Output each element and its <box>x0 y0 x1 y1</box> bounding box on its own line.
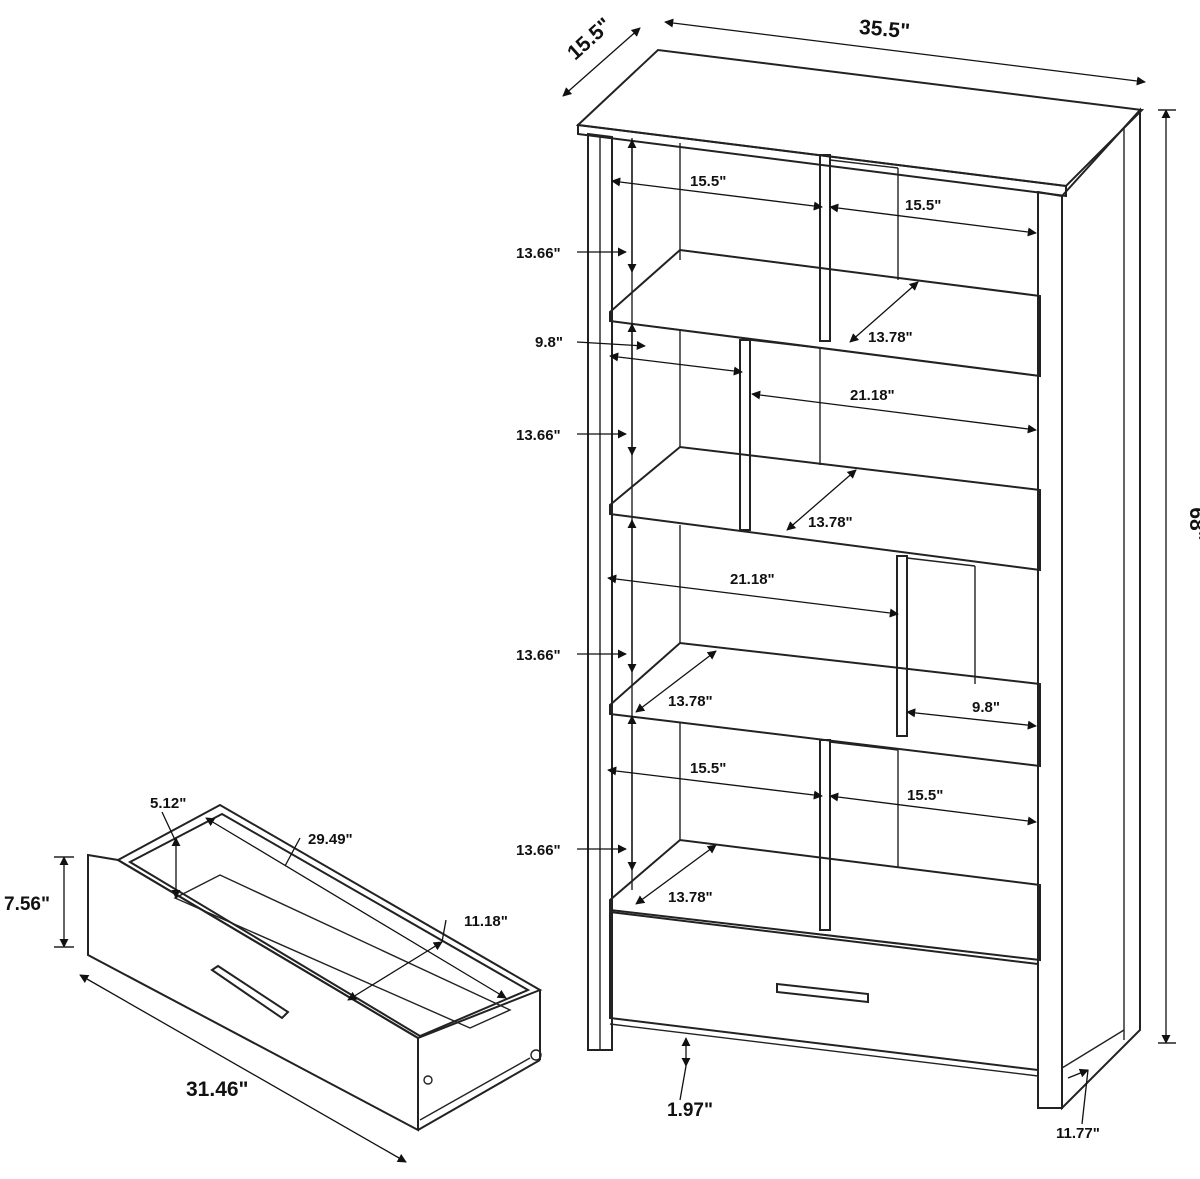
drawer-front <box>87 853 419 1132</box>
bookcase-right-side <box>1037 190 1063 1109</box>
divider-row1 <box>819 154 831 342</box>
label-drawer-inner-height: 5.12" <box>150 795 186 812</box>
label-row2-height: 13.66" <box>516 427 561 444</box>
drawer-handle <box>210 964 290 1020</box>
label-row1-right-width: 15.5" <box>905 197 941 214</box>
divider-row4 <box>819 739 831 931</box>
label-overall-depth: 15.5" <box>563 14 616 65</box>
label-row4-left-width: 15.5" <box>690 760 726 777</box>
label-row2-narrow-width: 9.8" <box>535 334 563 351</box>
label-drawer-inner-width: 11.18" <box>464 913 508 930</box>
label-row3-height: 13.66" <box>516 647 561 664</box>
shelf-1 <box>609 248 1041 378</box>
label-side-depth: 11.77" <box>1056 1125 1100 1142</box>
label-row2-wide-width: 21.18" <box>850 387 895 404</box>
divider-row2 <box>739 339 751 531</box>
label-overall-width: 35.5" <box>858 16 911 43</box>
label-overall-height: 68" <box>1185 507 1200 540</box>
label-floor-clearance: 1.97" <box>667 1100 713 1121</box>
label-drawer-inner-length: 29.49" <box>308 831 353 848</box>
divider-row3 <box>896 555 908 737</box>
label-row1-depth: 13.78" <box>868 329 913 346</box>
label-row3-narrow-width: 9.8" <box>972 699 1000 716</box>
bookcase-drawer-front <box>609 910 1039 1072</box>
dimension-lines <box>54 18 1176 1163</box>
label-row3-depth: 13.78" <box>668 693 713 710</box>
dimension-labels: 15.5" 35.5" 68" 15.5" 15.5" 13.66" 13.78… <box>4 14 1200 1142</box>
label-drawer-front-height: 7.56" <box>4 894 50 915</box>
label-row4-height: 13.66" <box>516 842 561 859</box>
label-row2-depth: 13.78" <box>808 514 853 531</box>
bookcase-top-front <box>577 123 1067 198</box>
label-row3-wide-width: 21.18" <box>730 571 775 588</box>
shelf-2 <box>609 445 1041 572</box>
label-drawer-front-width: 31.46" <box>186 1078 249 1101</box>
label-row4-depth: 13.78" <box>668 889 713 906</box>
bookcase-drawing <box>575 48 1145 1111</box>
bookcase-drawer-handle <box>776 982 869 1004</box>
bookcase-left-side <box>587 132 613 1051</box>
label-row1-height: 13.66" <box>516 245 561 262</box>
label-row1-left-width: 15.5" <box>690 173 726 190</box>
drawer-drawing <box>87 803 543 1132</box>
label-row4-right-width: 15.5" <box>907 787 943 804</box>
